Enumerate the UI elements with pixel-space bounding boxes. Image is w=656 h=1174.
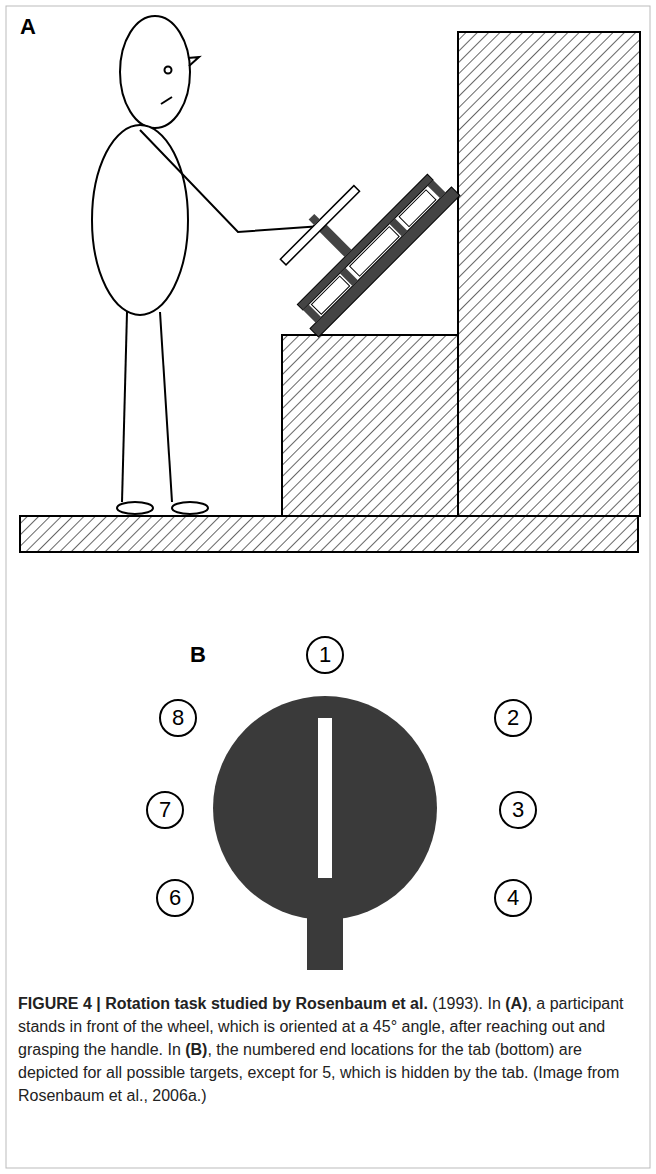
caption-heading: FIGURE 4 | Rotation task studied by Rose… [18,995,428,1012]
target-number: 2 [507,707,519,729]
target-number-circle: 2 [494,699,532,737]
person [92,16,322,514]
target-number: 1 [319,644,331,666]
target-number: 3 [512,799,524,821]
target-number-circle: 1 [306,636,344,674]
target-number: 6 [169,887,181,909]
target-number: 7 [159,799,171,821]
caption-panel-ref: (B) [185,1041,207,1058]
wheel-apparatus [255,132,460,337]
target-number-circle: 6 [156,879,194,917]
target-number-circle: 3 [499,791,537,829]
wheel-face [213,696,437,920]
panel-label: A [20,14,36,40]
tall-block [458,32,640,516]
figure-border [6,6,650,1168]
target-number-circle: 7 [146,791,184,829]
target-number: 8 [172,707,184,729]
caption-panel-ref: (A) [505,995,527,1012]
target-number-circle: 4 [494,879,532,917]
target-number: 4 [507,887,519,909]
target-number-circle: 8 [159,699,197,737]
caption-text: (1993). In [428,995,505,1012]
floor [20,516,638,552]
short-block [282,335,458,516]
handle-bar [318,718,332,878]
panel-label: B [190,642,206,668]
tab [307,912,343,970]
figure-caption: FIGURE 4 | Rotation task studied by Rose… [18,992,636,1107]
